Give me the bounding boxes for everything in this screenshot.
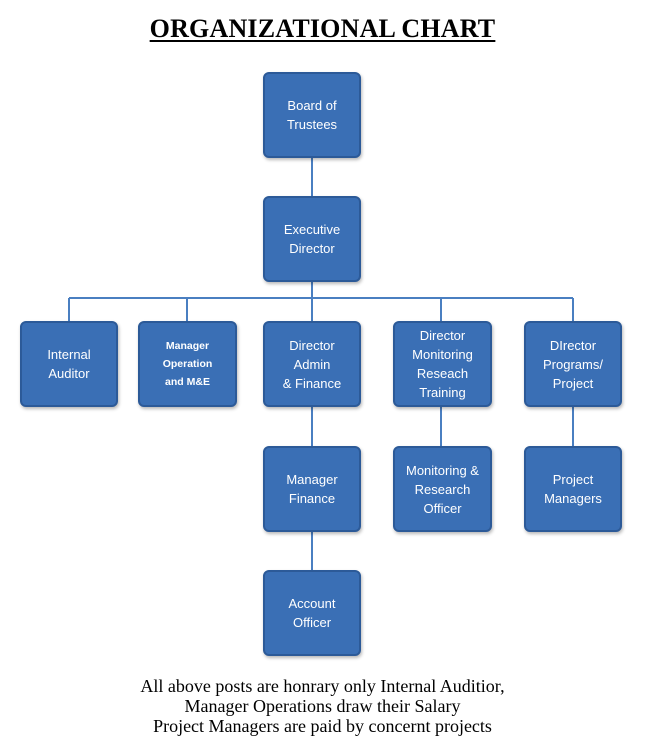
- node-project-managers: Project Managers: [524, 446, 622, 532]
- node-monitoring-research-officer: Monitoring & Research Officer: [393, 446, 492, 532]
- node-board-of-trustees: Board of Trustees: [263, 72, 361, 158]
- node-executive-director: Executive Director: [263, 196, 361, 282]
- node-director-programs: DIrector Programs/ Project: [524, 321, 622, 407]
- node-manager-operation: Manager Operation and M&E: [138, 321, 237, 407]
- node-director-monitoring: Director Monitoring Reseach Training: [393, 321, 492, 407]
- page-title: ORGANIZATIONAL CHART: [149, 14, 496, 43]
- footer-line: Project Managers are paid by concernt pr…: [153, 716, 492, 736]
- footer-note: All above posts are honrary only Interna…: [0, 676, 645, 736]
- node-internal-auditor: Internal Auditor: [20, 321, 118, 407]
- node-manager-finance: Manager Finance: [263, 446, 361, 532]
- node-director-admin-finance: Director Admin & Finance: [263, 321, 361, 407]
- footer-line: Manager Operations draw their Salary: [184, 696, 461, 716]
- footer-line: All above posts are honrary only Interna…: [140, 676, 505, 696]
- node-account-officer: Account Officer: [263, 570, 361, 656]
